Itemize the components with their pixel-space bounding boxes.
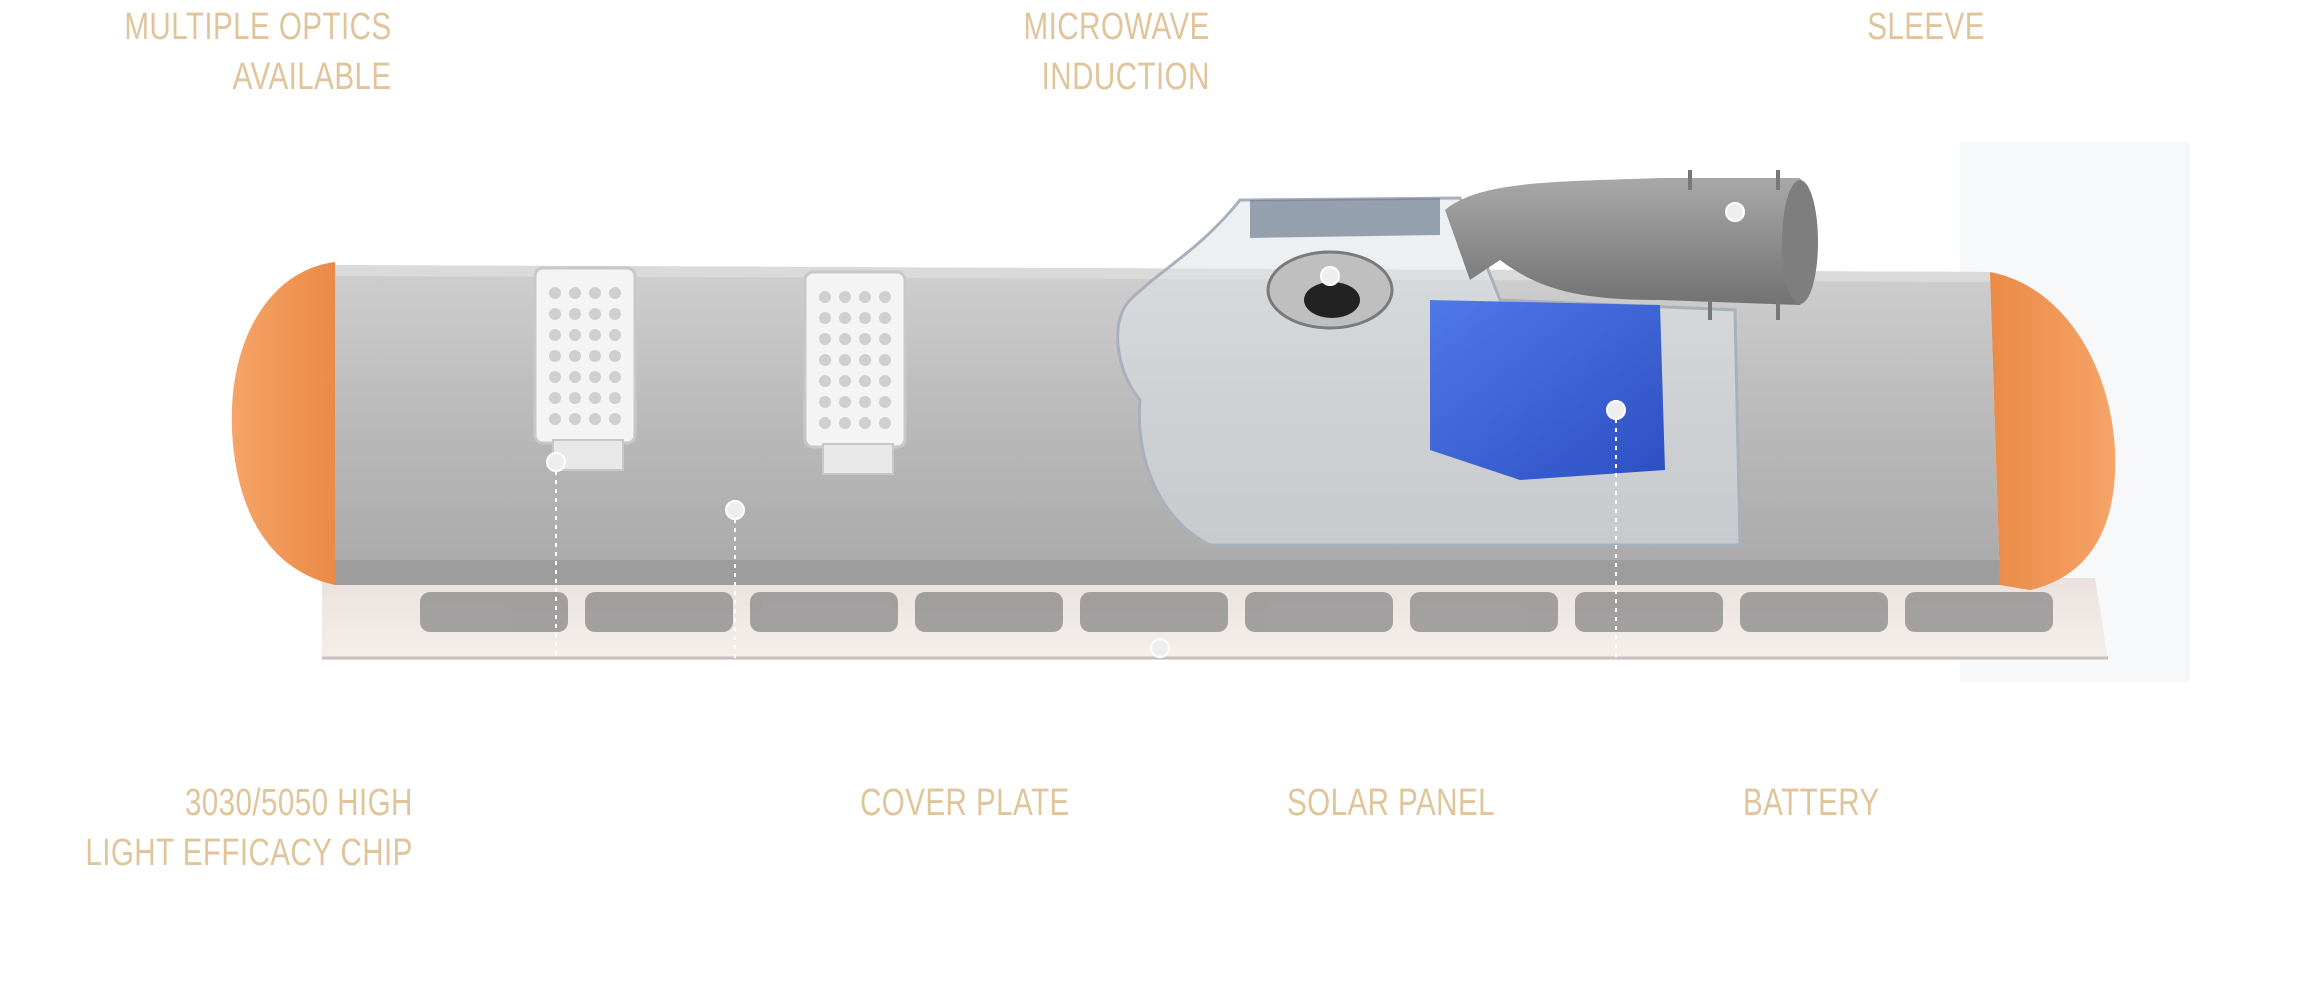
led-chip: [589, 287, 601, 299]
led-chip: [819, 417, 831, 429]
led-chip: [839, 375, 851, 387]
led-chip: [859, 396, 871, 408]
led-chip: [819, 396, 831, 408]
led-chip: [819, 375, 831, 387]
left-end-cap: [231, 262, 335, 585]
led-module-1: [533, 266, 637, 471]
led-chip: [569, 287, 581, 299]
led-chip: [859, 417, 871, 429]
led-chip: [879, 417, 891, 429]
cover-plate-callout-dot: [725, 500, 745, 520]
led-chip: [859, 312, 871, 324]
led-chip: [609, 350, 621, 362]
led-chip: [589, 308, 601, 320]
led-chip: [839, 312, 851, 324]
led-chip: [549, 287, 561, 299]
solar-panel: [322, 578, 2108, 660]
led-chip: [609, 287, 621, 299]
sleeve-callout-dot: [1725, 202, 1745, 222]
led-chip: [569, 308, 581, 320]
led-chip: [839, 291, 851, 303]
sleeve-label: SLEEVE: [1867, 6, 1985, 48]
led-chip: [589, 392, 601, 404]
sleeve: [1445, 170, 1818, 320]
led-chip: [549, 350, 561, 362]
solar-panel-callout-dot: [1150, 638, 1170, 658]
led-chip: [879, 312, 891, 324]
solar-panel-label: SOLAR PANEL: [1287, 782, 1496, 824]
chip-callout-dot: [546, 452, 566, 472]
led-chip: [569, 329, 581, 341]
led-chip: [819, 333, 831, 345]
callout-leaders: [546, 202, 1745, 660]
led-chip: [609, 413, 621, 425]
led-chip: [569, 350, 581, 362]
microwave-callout-dot: [1320, 266, 1340, 286]
led-chip: [589, 329, 601, 341]
led-chip: [839, 396, 851, 408]
led-chip: [569, 392, 581, 404]
led-chip: [839, 417, 851, 429]
microwave-label: MICROWAVE INDUCTION: [1023, 6, 1210, 98]
led-chip: [839, 354, 851, 366]
led-chip: [859, 354, 871, 366]
microwave-sensor: [1266, 250, 1394, 330]
battery-label: BATTERY: [1743, 782, 1880, 824]
chip-label: 3030/5050 HIGH LIGHT EFFICACY CHIP: [85, 782, 413, 874]
led-chip: [569, 413, 581, 425]
led-module-2: [803, 270, 907, 475]
led-chip: [859, 291, 871, 303]
led-chip: [879, 354, 891, 366]
led-chip: [859, 333, 871, 345]
led-chip: [589, 413, 601, 425]
led-chip: [589, 350, 601, 362]
led-chip: [549, 413, 561, 425]
led-chip: [609, 308, 621, 320]
led-chip: [569, 371, 581, 383]
led-chip: [879, 375, 891, 387]
led-chip: [819, 291, 831, 303]
led-chip: [839, 333, 851, 345]
led-chip: [819, 312, 831, 324]
led-chip: [549, 329, 561, 341]
battery-callout-dot: [1606, 400, 1626, 420]
led-chip: [609, 371, 621, 383]
led-chip: [549, 371, 561, 383]
led-chip: [819, 354, 831, 366]
led-chip: [879, 333, 891, 345]
cover-plate-label: COVER PLATE: [860, 782, 1070, 824]
led-chip: [879, 291, 891, 303]
led-chip: [589, 371, 601, 383]
battery: [1430, 300, 1665, 480]
led-chip: [879, 396, 891, 408]
led-chip: [859, 375, 871, 387]
optics-label: MULTIPLE OPTICS AVAILABLE: [124, 6, 392, 98]
led-chip: [609, 392, 621, 404]
led-chip: [549, 392, 561, 404]
led-chip: [549, 308, 561, 320]
right-end-cap: [1990, 272, 2116, 590]
led-chip: [609, 329, 621, 341]
